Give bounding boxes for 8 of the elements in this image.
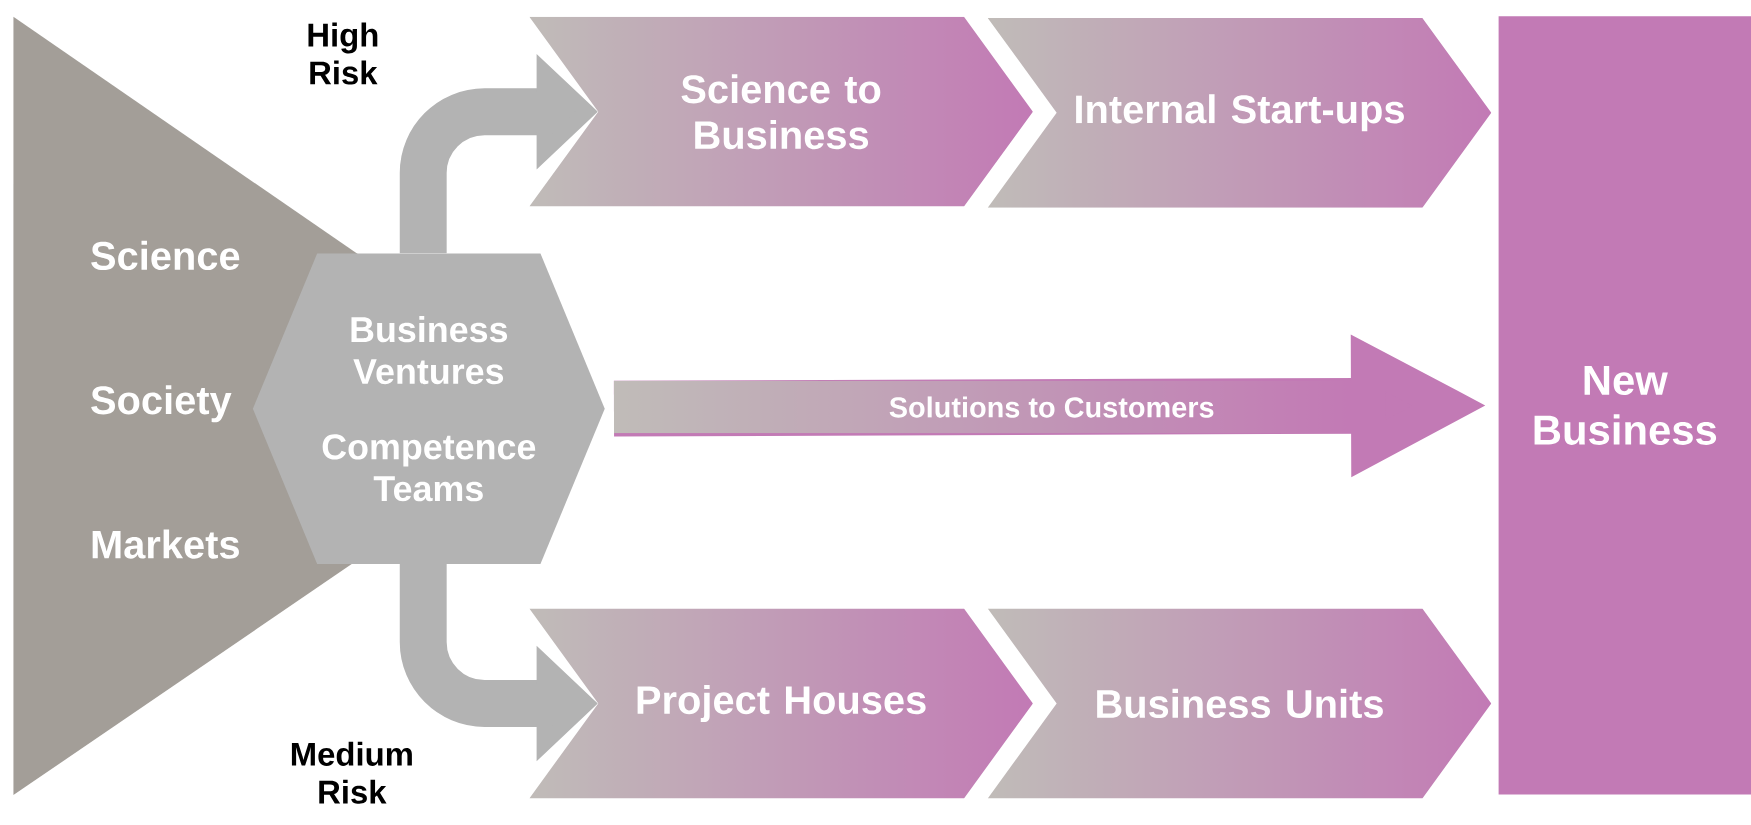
edge-label: Solutions to Customers (889, 396, 1214, 418)
chevron: Internal Start-ups (1076, 94, 1404, 132)
chevron: Business Units (1097, 688, 1383, 719)
result-box: New Business (1498, 16, 1751, 795)
chevron: Science to Business (681, 74, 881, 150)
chevron: Project Houses (637, 684, 926, 723)
hexagon: Business Ventures Competence Teams (252, 253, 605, 564)
risk-label: High Risk (308, 22, 378, 85)
